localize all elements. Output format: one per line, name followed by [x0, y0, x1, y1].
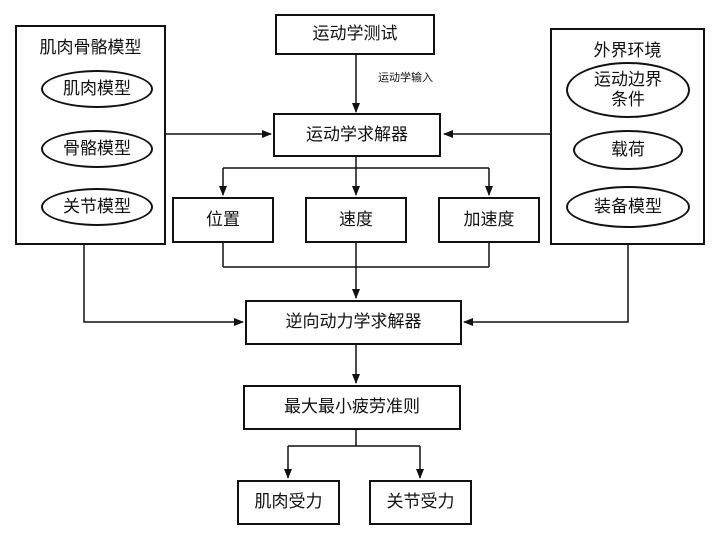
kinematics-test-box: 运动学测试	[275, 14, 435, 55]
joint-model-oval: 关节模型	[41, 188, 153, 226]
position-box: 位置	[172, 197, 274, 243]
kinematics-solver-box: 运动学求解器	[273, 113, 441, 157]
joint-force-box: 关节受力	[369, 480, 472, 525]
acceleration-box: 加速度	[438, 197, 540, 243]
inverse-dynamics-solver-box: 逆向动力学求解器	[245, 300, 462, 345]
equipment-model-oval: 装备模型	[566, 186, 690, 228]
muscle-force-box: 肌肉受力	[237, 480, 340, 525]
muscle-model-oval: 肌肉模型	[41, 70, 153, 108]
musculoskeletal-model-title: 肌肉骨骼模型	[39, 38, 142, 58]
motion-boundary-conditions-oval: 运动边界 条件	[566, 62, 690, 118]
external-environment-title: 外界环境	[593, 41, 662, 61]
kinematics-input-label: 运动学输入	[378, 71, 433, 84]
min-max-fatigue-criterion-box: 最大最小疲劳准则	[243, 385, 461, 430]
arrow-muscle-model-to-inverse	[83, 245, 244, 326]
velocity-box: 速度	[305, 197, 407, 243]
bone-model-oval: 骨骼模型	[41, 130, 153, 168]
load-oval: 载荷	[573, 130, 683, 170]
arrow-environment-to-inverse	[463, 245, 629, 326]
